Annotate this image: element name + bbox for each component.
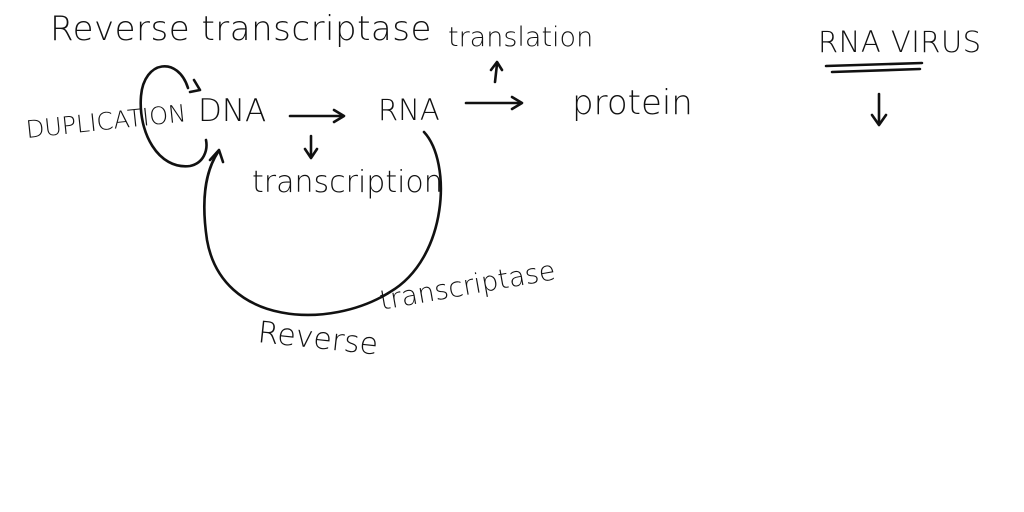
rna-virus-label: RNA VIRUS	[818, 25, 982, 59]
reverse-transcriptase-top-label: Reverse transcriptase	[50, 9, 432, 49]
rna-virus-underline-1	[824, 61, 924, 68]
protein-label: protein	[572, 83, 693, 123]
rna-label: RNA	[378, 93, 440, 127]
translation-up-arrow	[493, 62, 499, 84]
rna-to-protein-arrowhead	[510, 95, 524, 111]
duplication-loop-arrow	[139, 65, 208, 168]
transcription-down-arrowhead	[303, 147, 319, 160]
dna-label: DNA	[198, 93, 267, 129]
translation-up-arrowhead	[489, 60, 504, 72]
rna-virus-underline-2	[830, 67, 922, 74]
reverse-transcriptase-arrowhead	[208, 148, 225, 164]
duplication-arrowhead	[188, 78, 202, 94]
dna-to-rna-arrowhead	[332, 108, 346, 124]
transcription-label: transcription	[252, 165, 443, 200]
translation-label: translation	[448, 22, 594, 53]
reverse-transcriptase-loop-arrow	[202, 130, 443, 317]
rna-virus-down-arrowhead	[870, 113, 888, 127]
